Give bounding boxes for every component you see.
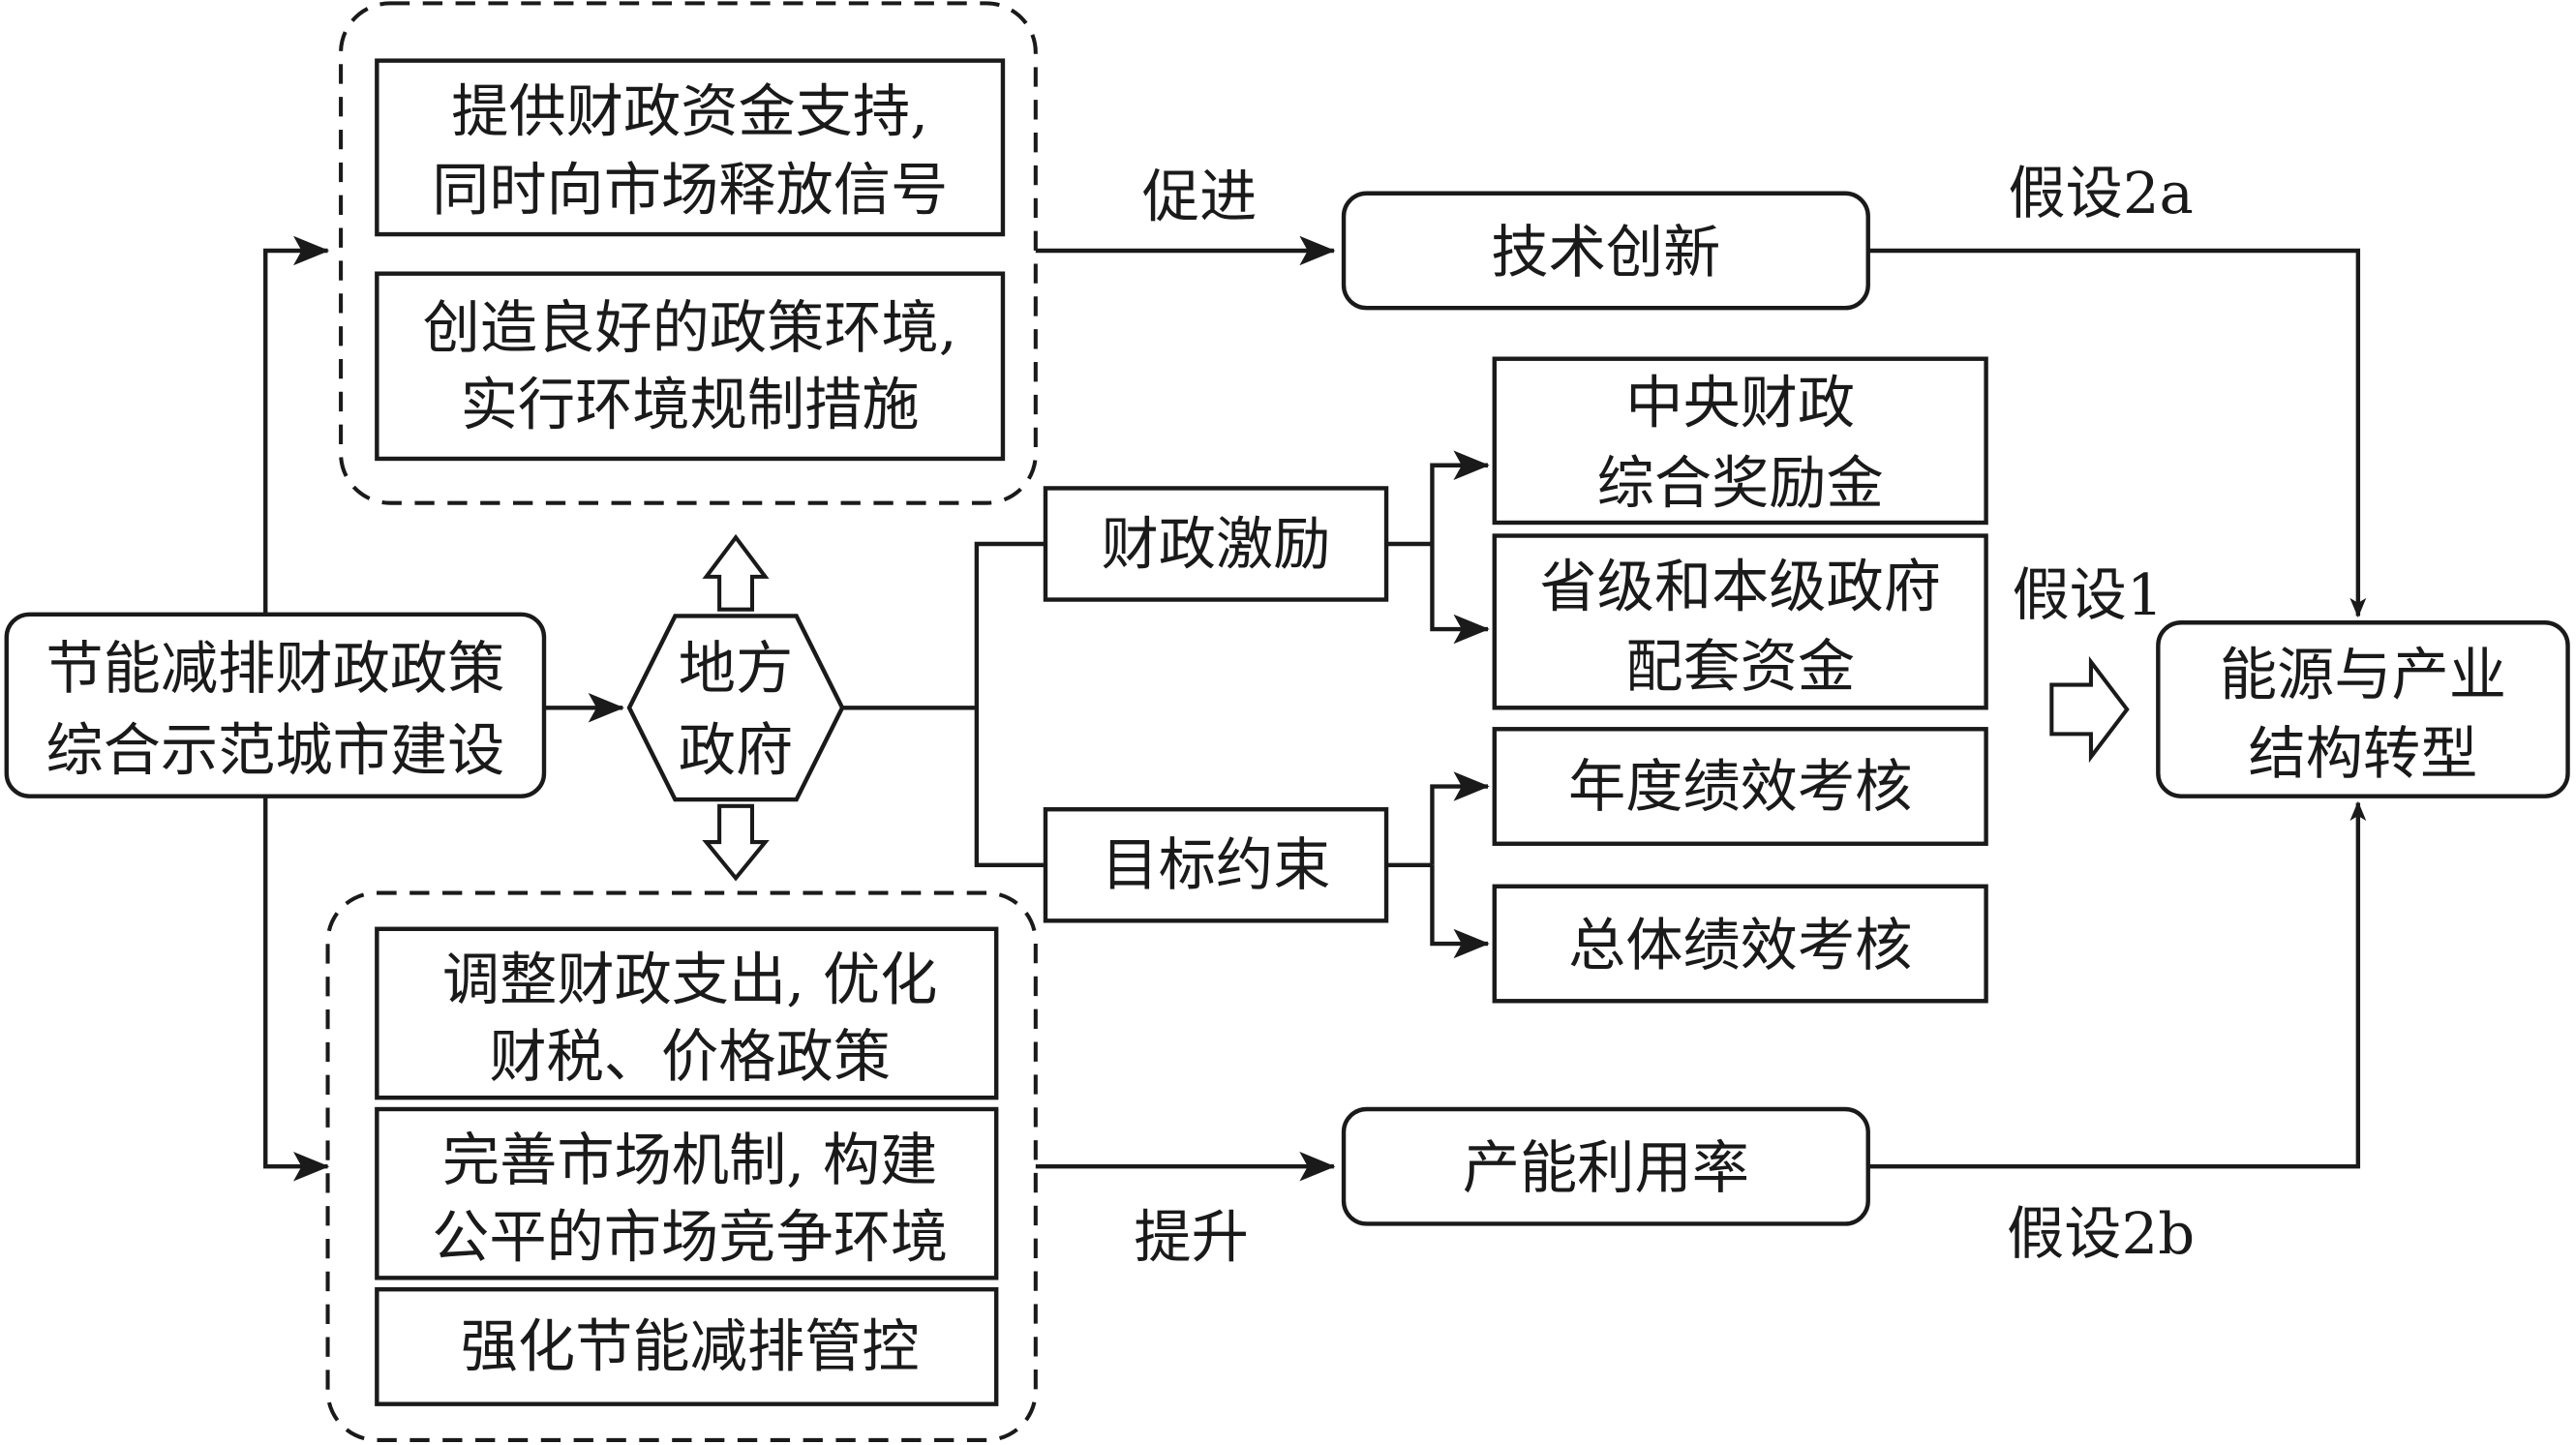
- branch-bracket: [974, 541, 1046, 867]
- fiscal-incentive-node: 财政激励: [1043, 486, 1389, 602]
- bottom-measure-3-line1: 强化节能减排管控: [461, 1313, 920, 1380]
- tech-innovation-label: 技术创新: [1491, 219, 1720, 286]
- hollow-down-arrow-icon: [702, 803, 770, 882]
- outcome-line1: 能源与产业: [2220, 642, 2506, 708]
- fiscal-to-central-arrow: [1430, 450, 1490, 544]
- overall-assessment-node: 总体绩效考核: [1492, 884, 1988, 1004]
- fiscal-to-provincial-arrow: [1430, 543, 1490, 645]
- promote-label: 促进: [1142, 163, 1257, 229]
- annual-assessment-label: 年度绩效考核: [1568, 753, 1912, 820]
- improve-label: 提升: [1134, 1203, 1248, 1270]
- outcome-node: 能源与产业 结构转型: [2156, 620, 2570, 798]
- target-constraint-node: 目标约束: [1043, 807, 1389, 923]
- central-fund-line1: 中央财政: [1625, 370, 1855, 437]
- top-measures-group: 提供财政资金支持, 同时向市场释放信号 创造良好的政策环境, 实行环境规制措施: [339, 1, 1038, 505]
- provincial-fund-line1: 省级和本级政府: [1539, 553, 1941, 619]
- central-fund-box: [1492, 356, 1988, 526]
- central-fund-node: 中央财政 综合奖励金: [1492, 356, 1988, 526]
- source-box: [4, 612, 547, 798]
- hypothesis-2b-label: 假设2b: [2007, 1200, 2195, 1267]
- hollow-up-arrow-icon: [702, 533, 770, 612]
- local-gov-line2: 政府: [679, 717, 793, 784]
- source-to-top-group-connector: [263, 235, 330, 615]
- overall-assessment-box: [1492, 884, 1988, 1004]
- source-line2: 综合示范城市建设: [45, 717, 504, 784]
- local-gov-hexagon: [626, 614, 845, 802]
- hypothesis-2a-label: 假设2a: [2008, 160, 2193, 226]
- top-measure-2-line1: 创造良好的政策环境,: [423, 294, 957, 361]
- top-group-dashed-border: [339, 1, 1038, 505]
- bottom-measure-2-line1: 完善市场机制, 构建: [442, 1127, 938, 1193]
- bottom-measure-1-line2: 财税、价格政策: [489, 1023, 891, 1090]
- bottom-measure-box-3: [375, 1286, 999, 1406]
- target-to-overall-arrow: [1430, 864, 1490, 959]
- annual-assessment-box: [1492, 727, 1988, 846]
- bottom-measures-group: 调整财政支出, 优化 财税、价格政策 完善市场机制, 构建 公平的市场竞争环境 …: [325, 890, 1038, 1442]
- hypothesis-1-label: 假设1: [2012, 561, 2163, 628]
- top-measure-box-1: [375, 58, 1006, 237]
- provincial-fund-line2: 配套资金: [1625, 633, 1855, 700]
- provincial-fund-node: 省级和本级政府 配套资金: [1492, 533, 1988, 710]
- top-measure-1-line2: 同时向市场释放信号: [432, 157, 948, 224]
- local-gov-line1: 地方: [679, 635, 793, 702]
- source-line1: 节能减排财政政策: [45, 635, 504, 702]
- source-node: 节能减排财政政策 综合示范城市建设: [4, 612, 547, 798]
- source-to-bottom-group-connector: [263, 796, 330, 1182]
- target-constraint-label: 目标约束: [1102, 831, 1331, 898]
- tech-to-outcome-arrow: [1867, 248, 2367, 618]
- provincial-fund-box: [1492, 533, 1988, 710]
- tech-innovation-node: 技术创新: [1341, 191, 1870, 311]
- top-measure-box-2: [375, 271, 1006, 462]
- outcome-box: [2156, 620, 2570, 798]
- capacity-utilization-node: 产能利用率: [1341, 1106, 1870, 1226]
- hollow-right-arrow-icon: [2049, 655, 2130, 764]
- local-gov-node: 地方 政府: [626, 614, 845, 802]
- fiscal-incentive-box: [1043, 486, 1389, 602]
- target-constraint-box: [1043, 807, 1389, 923]
- capacity-utilization-label: 产能利用率: [1463, 1134, 1749, 1201]
- bottom-measure-1-line1: 调整财政支出, 优化: [442, 947, 938, 1013]
- top-measure-1-line1: 提供财政资金支持,: [451, 77, 928, 144]
- bottom-measure-box-1: [375, 926, 999, 1100]
- bottom-measure-box-2: [375, 1106, 999, 1280]
- top-measure-2-line2: 实行环境规制措施: [461, 371, 920, 437]
- overall-assessment-label: 总体绩效考核: [1568, 912, 1912, 978]
- capacity-to-outcome-arrow: [1867, 800, 2367, 1169]
- central-fund-line2: 综合奖励金: [1597, 450, 1884, 517]
- bottom-group-dashed-border: [325, 890, 1038, 1442]
- target-to-annual-arrow: [1430, 771, 1490, 865]
- annual-assessment-node: 年度绩效考核: [1492, 727, 1988, 846]
- bottom-measure-2-line2: 公平的市场竞争环境: [432, 1203, 948, 1270]
- fiscal-incentive-label: 财政激励: [1102, 510, 1331, 577]
- outcome-line2: 结构转型: [2248, 720, 2477, 787]
